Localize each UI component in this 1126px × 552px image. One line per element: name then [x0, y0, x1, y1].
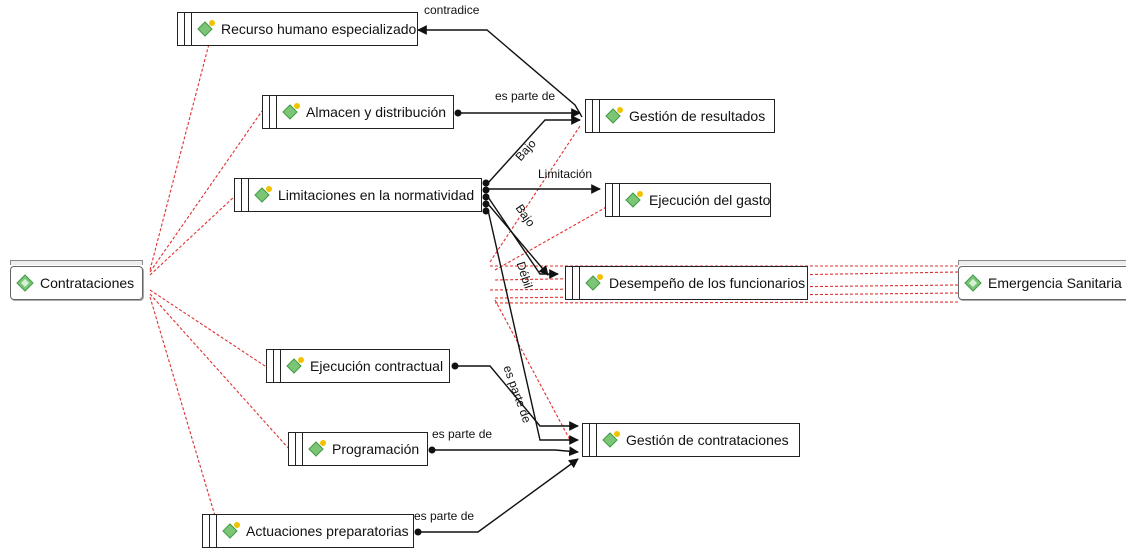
- concept-diamond-icon: [197, 20, 215, 37]
- link-es-parte-2: [487, 209, 579, 445]
- node-bars: [586, 100, 600, 132]
- node-gestion-contrataciones[interactable]: Gestión de contrataciones: [582, 423, 800, 457]
- node-label: Desempeño de los funcionarios: [609, 275, 806, 291]
- link-dots: [414, 109, 490, 536]
- code-emergencia-sanitaria[interactable]: Emergencia Sanitaria: [958, 260, 1126, 300]
- concept-diamond-icon: [282, 103, 300, 120]
- node-label: Ejecución del gasto: [649, 192, 771, 208]
- dashed-link-actuaciones: [149, 296, 216, 517]
- node-label: Gestión de contrataciones: [626, 432, 789, 448]
- concept-diamond-icon: [585, 274, 603, 291]
- node-label: Actuaciones preparatorias: [246, 523, 409, 539]
- link-actuaciones-gestion: [418, 458, 579, 533]
- node-ejecucion-contractual[interactable]: Ejecución contractual: [266, 349, 450, 383]
- node-bars: [263, 96, 277, 128]
- relation-links: [417, 25, 601, 533]
- node-bars: [606, 184, 620, 216]
- node-gestion-resultados[interactable]: Gestión de resultados: [585, 99, 775, 133]
- rel-es-parte-4: es parte de: [414, 509, 474, 523]
- node-label: Ejecución contractual: [310, 358, 444, 374]
- dashed-link-limitaciones: [149, 195, 236, 276]
- node-ejecucion-gasto[interactable]: Ejecución del gasto: [605, 183, 771, 217]
- rel-bajo-2: Bajo: [513, 202, 538, 230]
- code-label: Emergencia Sanitaria: [988, 275, 1122, 291]
- dashed-link-ejec-contractual: [149, 289, 269, 369]
- concept-diamond-icon: [625, 191, 643, 208]
- node-limitaciones[interactable]: Limitaciones en la normatividad: [234, 178, 482, 212]
- concept-diamond-icon: [605, 107, 623, 124]
- dashed-link-sanitaria-5: [494, 301, 959, 304]
- node-desempeno[interactable]: Desempeño de los funcionarios: [565, 266, 808, 300]
- node-bars: [583, 424, 597, 456]
- node-bars: [235, 179, 249, 211]
- link-ejec-gestion: [455, 365, 579, 431]
- node-label: Recurso humano especializado: [221, 21, 417, 37]
- node-bars: [566, 267, 580, 299]
- dashed-link-recurso: [149, 39, 211, 271]
- code-diamond-icon: [964, 274, 982, 292]
- node-label: Almacen y distribución: [306, 104, 447, 120]
- rel-limitacion: Limitación: [538, 167, 592, 181]
- rel-es-parte-3: es parte de: [432, 427, 492, 441]
- node-bars: [289, 433, 303, 465]
- dashed-link-almacen: [149, 110, 263, 273]
- link-programacion-gestion: [432, 446, 579, 457]
- node-actuaciones[interactable]: Actuaciones preparatorias: [202, 514, 414, 548]
- concept-diamond-icon: [308, 440, 326, 457]
- code-label: Contrataciones: [40, 275, 135, 291]
- rel-contradice: contradice: [424, 3, 480, 17]
- dashed-link-ejec-gasto: [494, 204, 611, 271]
- rel-debil: Débil: [514, 260, 536, 290]
- code-diamond-icon: [16, 274, 34, 292]
- node-label: Programación: [332, 441, 420, 457]
- node-bars: [203, 515, 217, 547]
- node-almacen[interactable]: Almacen y distribución: [262, 95, 454, 129]
- node-bars: [267, 350, 281, 382]
- code-tab: [958, 260, 1126, 265]
- node-bars: [178, 13, 192, 45]
- concept-diamond-icon: [254, 186, 272, 203]
- concept-diamond-icon: [286, 357, 304, 374]
- node-recurso[interactable]: Recurso humano especializado: [177, 12, 418, 46]
- concept-diamond-icon: [602, 431, 620, 448]
- link-bajo-1: [487, 115, 581, 184]
- concept-diamond-icon: [222, 522, 240, 539]
- node-label: Limitaciones en la normatividad: [278, 187, 475, 203]
- code-contrataciones[interactable]: Contrataciones: [10, 260, 144, 300]
- dashed-link-gestion-con: [494, 299, 571, 441]
- link-debil: [487, 203, 549, 276]
- rel-bajo-1: Bajo: [512, 136, 539, 163]
- node-label: Gestión de resultados: [629, 108, 766, 124]
- code-tab: [10, 260, 144, 265]
- rel-es-parte-1: es parte de: [495, 89, 555, 103]
- node-programacion[interactable]: Programación: [288, 432, 428, 466]
- dashed-link-gestion-res: [489, 125, 581, 263]
